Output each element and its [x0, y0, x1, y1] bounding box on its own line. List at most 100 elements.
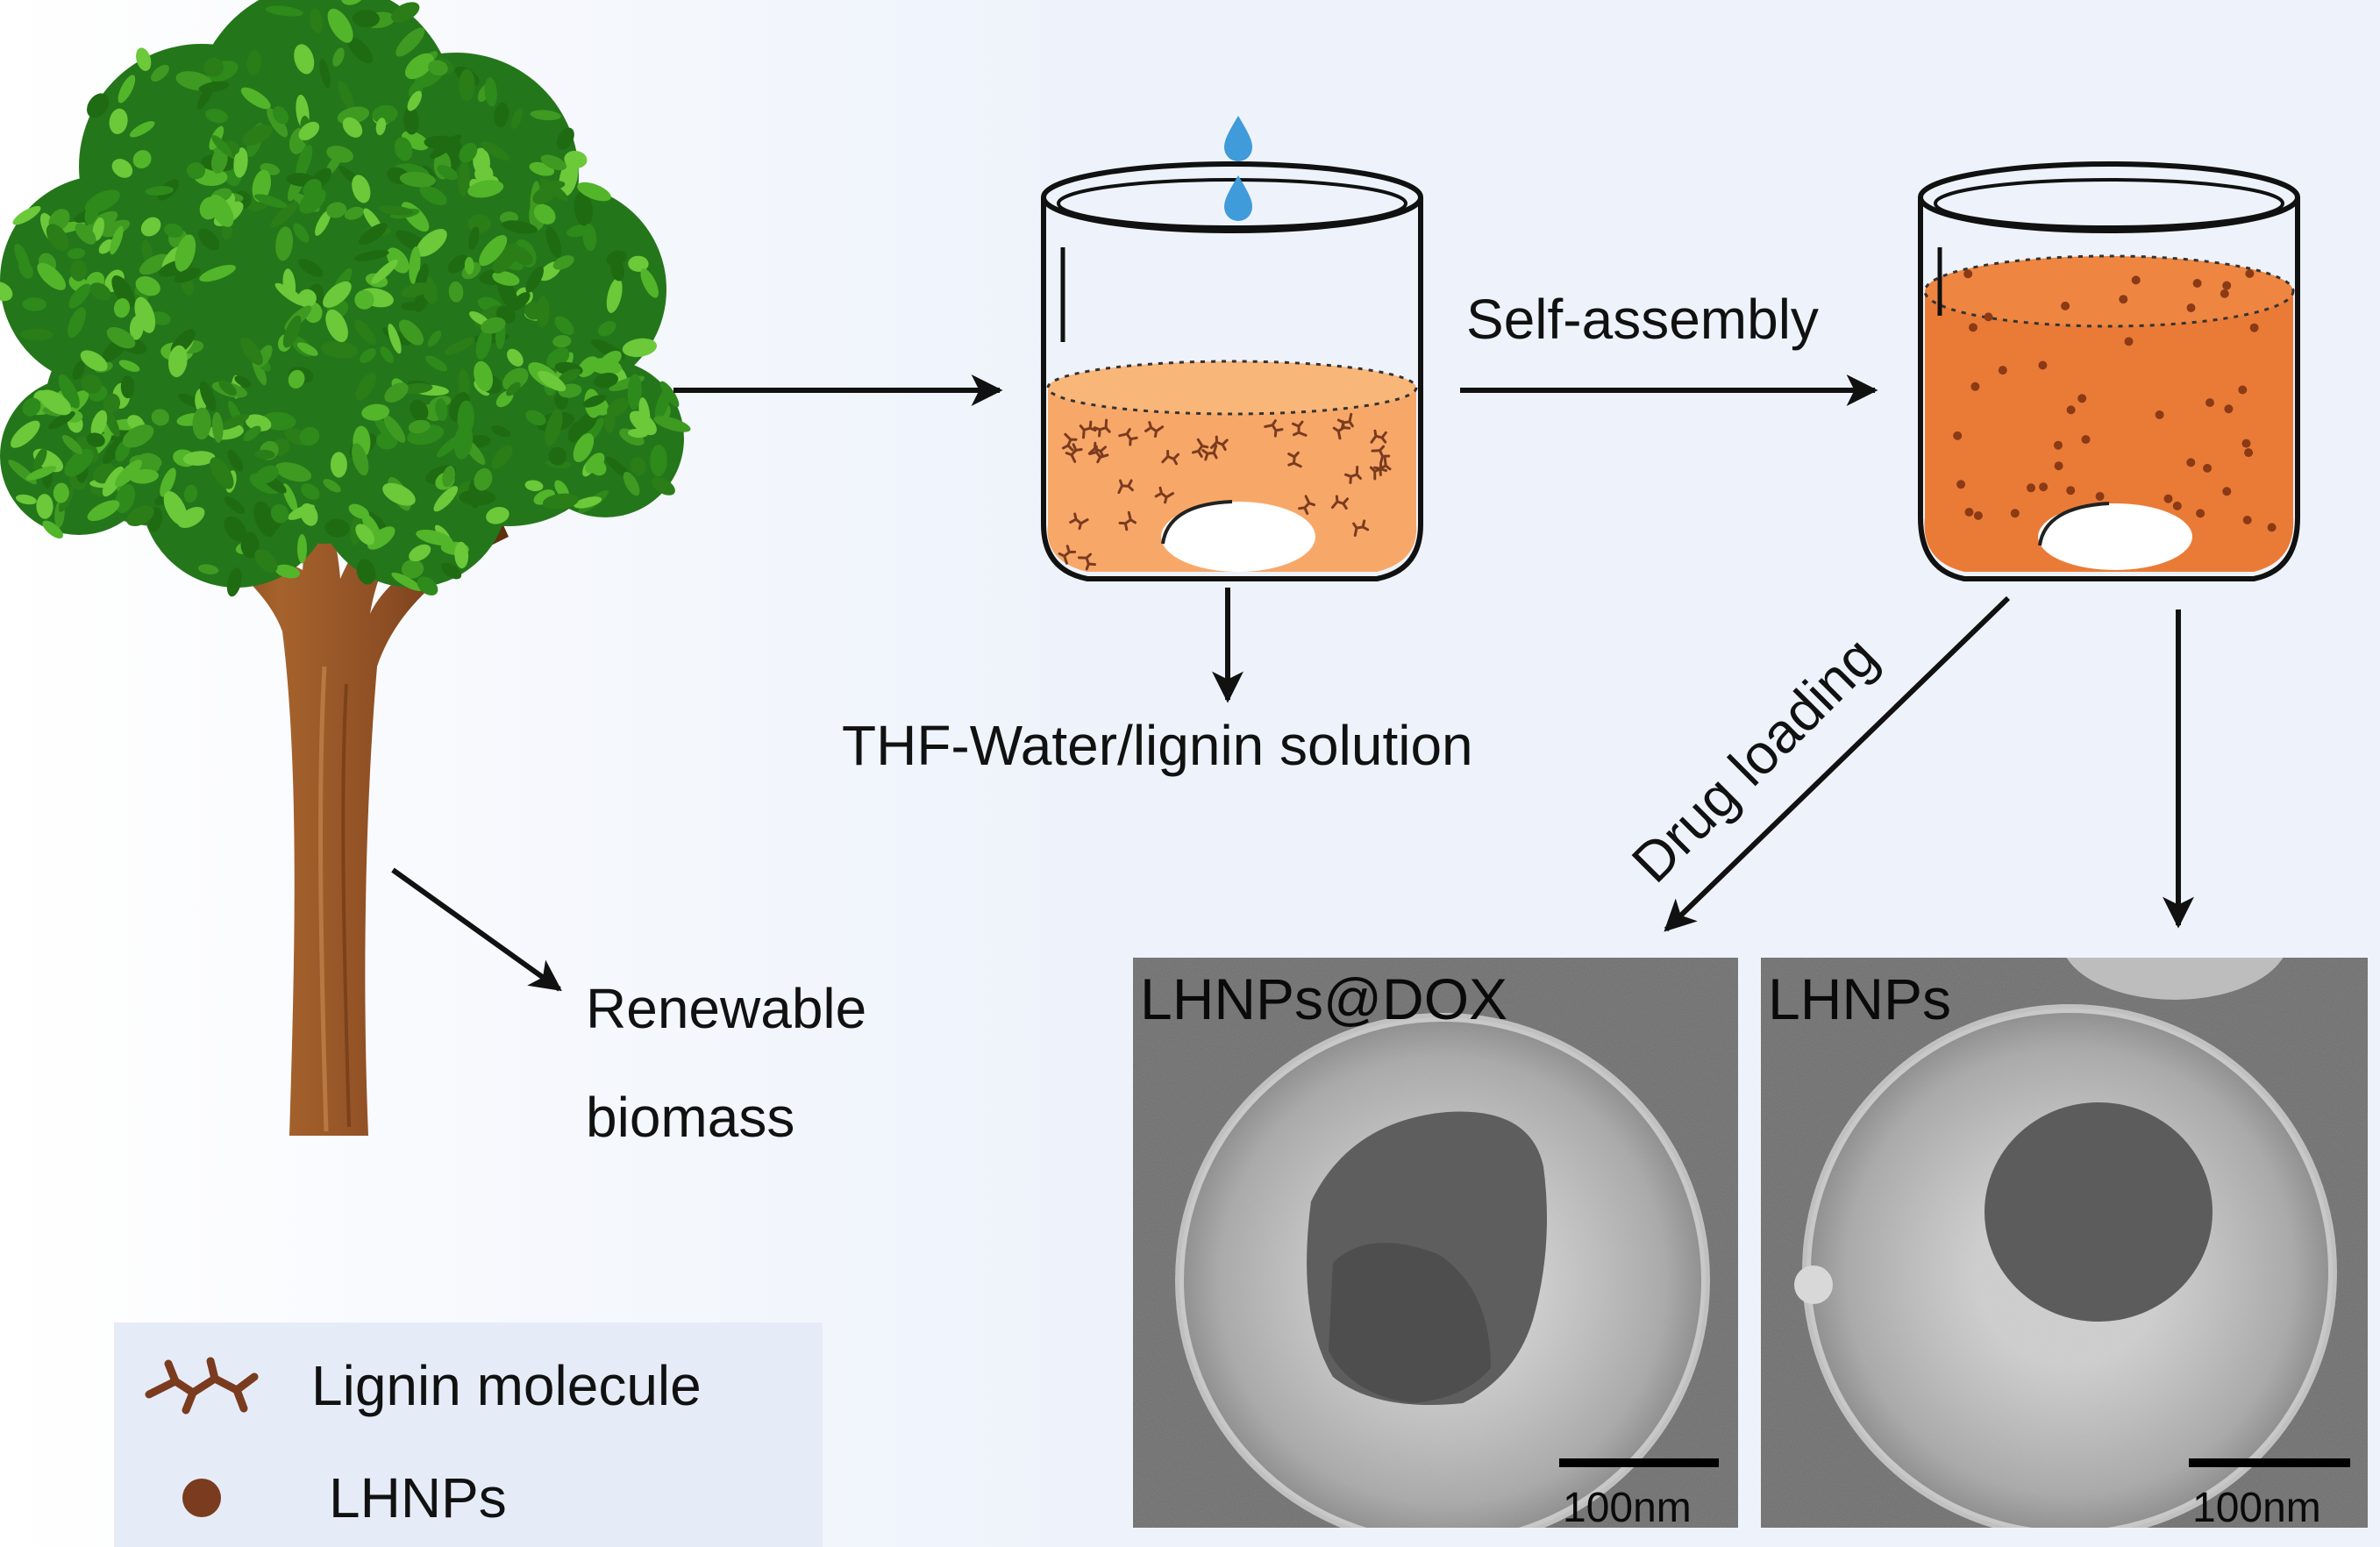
leaf: [183, 484, 198, 503]
leaf: [115, 483, 136, 514]
leaf: [39, 389, 72, 416]
leaf: [378, 205, 414, 216]
leaf: [467, 180, 504, 198]
leaf: [554, 316, 574, 336]
self-assembly-label: Self-assembly: [1466, 288, 1819, 351]
leaf: [198, 228, 220, 251]
leaf: [352, 10, 380, 28]
leaf: [332, 47, 345, 67]
leaf: [303, 178, 322, 198]
lignin-molecule: [1061, 432, 1078, 452]
beaker-lhnps: [1918, 161, 2300, 581]
leaf: [81, 374, 102, 394]
leaf: [558, 368, 581, 384]
leaf: [630, 457, 646, 476]
leaf: [511, 108, 523, 129]
nanoparticles: [1953, 269, 2277, 532]
leaf: [425, 355, 448, 372]
leaf: [347, 37, 374, 64]
lignin-molecule: [1201, 444, 1218, 461]
nanoparticle: [1970, 381, 1980, 391]
beaker-rim-inner: [1934, 178, 2284, 229]
leaf: [129, 315, 144, 340]
leaf: [199, 264, 236, 282]
leaf: [315, 210, 331, 236]
tree-bark-line: [341, 683, 351, 1128]
nanoparticle: [2245, 269, 2255, 278]
leaf: [492, 271, 520, 286]
leaf: [352, 175, 371, 203]
lignin-molecule: [1065, 443, 1083, 463]
nanoparticle: [2249, 323, 2259, 332]
leaf: [564, 150, 588, 168]
leaf: [297, 534, 307, 564]
lignin-molecule: [1079, 420, 1097, 439]
lignin-molecule: [1161, 449, 1180, 466]
leaf: [354, 289, 374, 310]
nanoparticle: [1964, 508, 1974, 517]
leaf: [491, 445, 513, 470]
leaf: [574, 496, 602, 509]
leaf: [227, 449, 244, 472]
leaf: [210, 457, 234, 489]
leaf: [209, 194, 234, 227]
leaf: [12, 205, 41, 225]
leaf: [371, 259, 398, 284]
lignin-molecule: [1371, 445, 1391, 463]
leaf: [245, 414, 272, 431]
leaf: [524, 480, 544, 492]
leaf: [391, 572, 423, 591]
leaf: [111, 159, 133, 178]
leaf: [490, 425, 511, 438]
leaf: [427, 330, 442, 347]
nanoring-hole: [1985, 1102, 2213, 1322]
leaf: [353, 250, 389, 261]
leaf: [653, 416, 691, 432]
leaf: [659, 381, 680, 408]
nanoparticle: [2241, 438, 2251, 448]
leaf: [474, 467, 493, 491]
leaf: [353, 319, 376, 345]
nanoparticle: [2186, 458, 2196, 467]
leaf: [265, 5, 303, 17]
nanoparticle: [1963, 269, 1973, 279]
leaf: [453, 424, 474, 460]
leaf: [198, 81, 230, 93]
leaf: [319, 58, 331, 89]
leaf: [474, 164, 494, 183]
nanoparticle: [2039, 482, 2049, 492]
leaf: [410, 399, 429, 422]
nanoparticle: [2010, 509, 2020, 518]
nanoparticle: [2038, 360, 2048, 370]
leaf: [101, 219, 131, 238]
nanoparticle: [2066, 486, 2076, 495]
leaf: [382, 482, 416, 506]
leaf: [540, 154, 567, 171]
leaf: [442, 466, 455, 488]
lignin-molecule: [1264, 419, 1284, 438]
leaf: [122, 424, 154, 448]
leaf: [388, 324, 402, 354]
leaf: [46, 224, 69, 252]
leaf: [120, 375, 135, 399]
solution-surface-dotted: [1046, 360, 1418, 416]
leaf: [80, 350, 108, 372]
beaker-wall: [1918, 197, 2300, 581]
nanoparticle: [2222, 487, 2232, 496]
tree-canopy: [0, 0, 691, 597]
nanoparticle: [2224, 404, 2234, 414]
nanoparticle: [2054, 440, 2063, 450]
leaf: [118, 360, 140, 372]
leaf: [106, 327, 136, 349]
leaf: [113, 298, 131, 318]
nanoparticle: [2242, 516, 2252, 524]
scale-bar-label: 100nm: [1563, 1485, 1692, 1531]
sem-panel-lhnps: LHNPs 100nm: [1761, 958, 2368, 1531]
lignin-molecule: [1210, 435, 1229, 452]
leaf: [118, 75, 136, 103]
leaf: [163, 491, 188, 525]
leaf: [545, 226, 562, 259]
leaf: [640, 268, 659, 298]
